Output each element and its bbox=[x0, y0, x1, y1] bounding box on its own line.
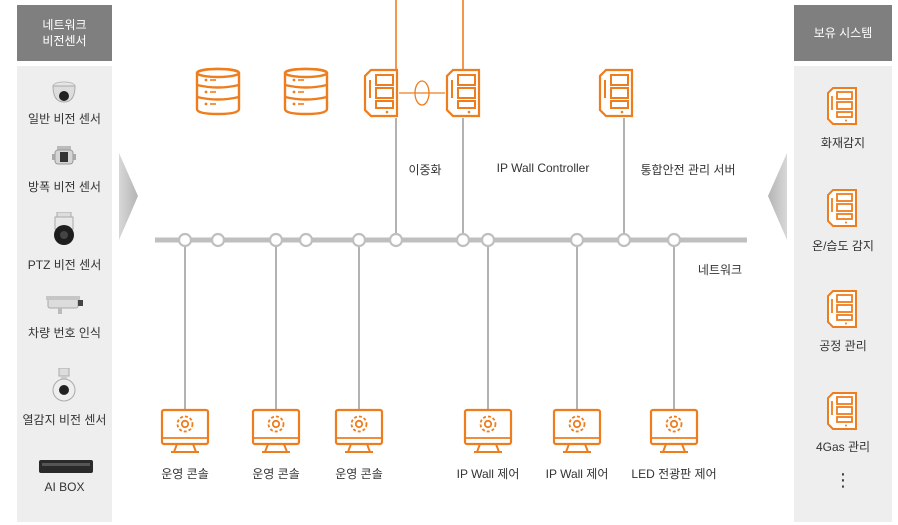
bus-node bbox=[666, 232, 682, 248]
explosion-proof-camera-icon bbox=[52, 146, 76, 165]
bus-node bbox=[298, 232, 314, 248]
bus-node bbox=[351, 232, 367, 248]
system-server-icon bbox=[827, 290, 857, 328]
console-monitor-icon bbox=[334, 408, 384, 454]
console-monitor-icon bbox=[649, 408, 699, 454]
console-monitor-icon bbox=[463, 408, 513, 454]
redundancy-link-icon bbox=[399, 80, 445, 106]
console-label-3: 운영 콘솔 bbox=[335, 467, 383, 481]
right-panel-title: 보유 시스템 bbox=[813, 26, 873, 40]
sensor-label-thermal: 열감지 비전 센서 bbox=[22, 413, 107, 427]
system-server-icon bbox=[827, 392, 857, 430]
more-systems-indicator: ⋮ bbox=[834, 470, 852, 490]
redundant-server-icon bbox=[363, 68, 399, 118]
console-label-6: LED 전광판 제어 bbox=[631, 467, 717, 481]
bus-nodes bbox=[177, 232, 682, 248]
integrated-server-label: 통합안전 관리 서버 bbox=[640, 163, 736, 177]
network-label: 네트워크 bbox=[697, 263, 743, 277]
console-label-1: 운영 콘솔 bbox=[161, 467, 209, 481]
system-label-process: 공정 관리 bbox=[819, 339, 867, 353]
ip-wall-controller-label: IP Wall Controller bbox=[496, 161, 590, 175]
left-panel-header: 네트워크 비전센서 bbox=[17, 5, 112, 61]
console-label-4: IP Wall 제어 bbox=[456, 467, 520, 481]
left-panel-title-line2: 비전센서 bbox=[42, 34, 87, 48]
right-panel-header: 보유 시스템 bbox=[794, 5, 892, 61]
system-server-icon bbox=[827, 87, 857, 125]
left-panel-title-line1: 네트워크 bbox=[42, 18, 87, 32]
sensor-label-explosion-proof: 방폭 비전 센서 bbox=[28, 180, 101, 194]
ptz-camera-icon bbox=[54, 212, 74, 245]
wall-controller-server-icon bbox=[445, 68, 481, 118]
bus-node bbox=[210, 232, 226, 248]
left-arrow-shape bbox=[119, 153, 138, 240]
right-arrow-shape bbox=[768, 153, 787, 240]
console-label-5: IP Wall 제어 bbox=[545, 467, 609, 481]
thermal-camera-icon bbox=[52, 368, 76, 402]
bus-node bbox=[569, 232, 585, 248]
dome-camera-icon bbox=[52, 81, 76, 103]
sensor-label-general: 일반 비전 센서 bbox=[28, 112, 101, 126]
bullet-camera-icon bbox=[46, 296, 83, 314]
system-server-icon bbox=[827, 189, 857, 227]
left-panel-body bbox=[17, 66, 112, 522]
sensor-label-ptz: PTZ 비전 센서 bbox=[27, 258, 102, 272]
integrated-server-icon bbox=[598, 68, 634, 118]
bus-node bbox=[268, 232, 284, 248]
console-label-2: 운영 콘솔 bbox=[252, 467, 300, 481]
bus-node bbox=[480, 232, 496, 248]
database-icon bbox=[195, 67, 241, 116]
system-label-fire: 화재감지 bbox=[820, 136, 866, 150]
console-monitor-icon bbox=[160, 408, 210, 454]
system-label-4gas: 4Gas 관리 bbox=[815, 440, 871, 454]
sensor-label-ai-box: AI BOX bbox=[44, 480, 85, 494]
bus-node bbox=[455, 232, 471, 248]
system-label-temp-humidity: 온/습도 감지 bbox=[812, 239, 874, 253]
console-monitor-icon bbox=[251, 408, 301, 454]
bus-node bbox=[616, 232, 632, 248]
ai-box-icon bbox=[39, 460, 93, 473]
sensor-label-plate-recognition: 차량 번호 인식 bbox=[28, 326, 101, 340]
redundancy-label: 이중화 bbox=[408, 163, 442, 177]
bus-node bbox=[177, 232, 193, 248]
console-monitor-icon bbox=[552, 408, 602, 454]
database-icon bbox=[283, 67, 329, 116]
bus-node bbox=[388, 232, 404, 248]
